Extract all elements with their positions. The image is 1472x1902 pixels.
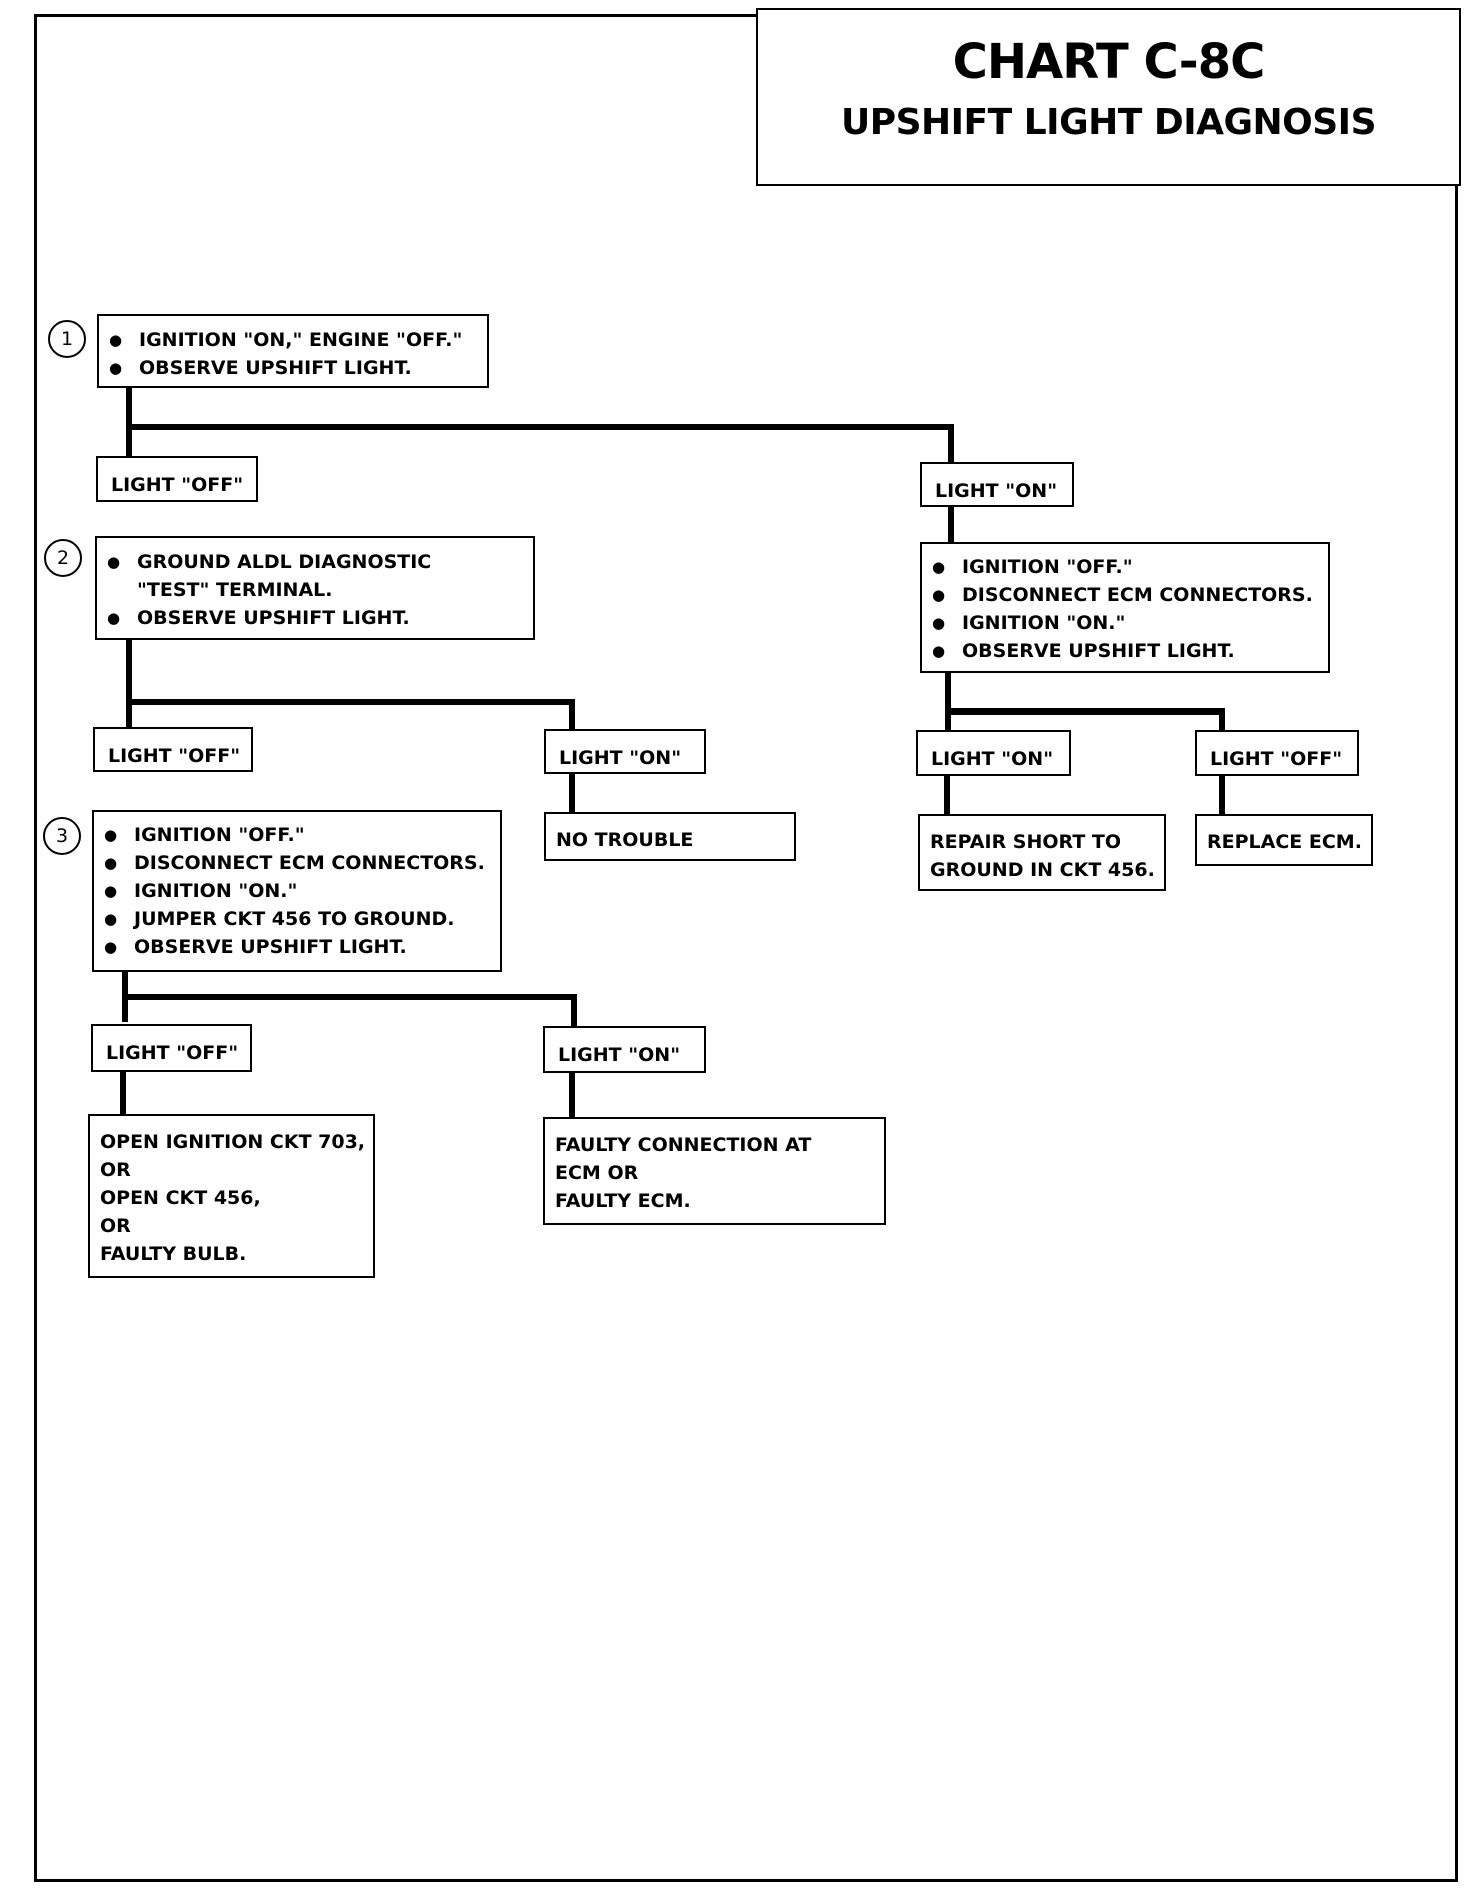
connector xyxy=(571,994,577,1026)
result-text: FAULTY ECM. xyxy=(555,1190,691,1212)
connector xyxy=(948,424,954,468)
instruction: OBSERVE UPSHIFT LIGHT. xyxy=(99,354,487,382)
repair-short-box: REPAIR SHORT TO GROUND IN CKT 456. xyxy=(918,814,1166,891)
instruction: GROUND ALDL DIAGNOSTIC "TEST" TERMINAL. xyxy=(97,548,507,604)
result-text: REPAIR SHORT TO xyxy=(930,831,1122,853)
no-trouble-box: NO TROUBLE xyxy=(544,812,796,861)
connector xyxy=(569,1072,575,1119)
step-3-marker: 3 xyxy=(43,817,81,855)
result-text: FAULTY CONNECTION AT xyxy=(555,1134,812,1156)
step-3-box: IGNITION "OFF." DISCONNECT ECM CONNECTOR… xyxy=(92,810,502,972)
connector xyxy=(945,708,1225,715)
light-off-label: LIGHT "OFF" xyxy=(1195,730,1359,776)
instruction: OBSERVE UPSHIFT LIGHT. xyxy=(97,604,533,632)
result-text: OR xyxy=(100,1215,131,1237)
instruction: IGNITION "OFF." xyxy=(94,821,500,849)
connector xyxy=(122,994,577,1000)
instruction: IGNITION "ON." xyxy=(94,877,500,905)
result-open-circuit-box: OPEN IGNITION CKT 703, OR OPEN CKT 456, … xyxy=(88,1114,375,1278)
connector xyxy=(944,775,950,815)
connector xyxy=(120,1070,126,1116)
instruction: DISCONNECT ECM CONNECTORS. xyxy=(94,849,500,877)
connector xyxy=(569,699,575,729)
result-text: FAULTY BULB. xyxy=(100,1243,247,1265)
connector xyxy=(126,386,132,456)
connector xyxy=(945,671,951,731)
result-text: GROUND IN CKT 456. xyxy=(930,859,1155,881)
step-1-box: IGNITION "ON," ENGINE "OFF." OBSERVE UPS… xyxy=(97,314,489,388)
light-on-label: LIGHT "ON" xyxy=(916,730,1071,776)
connector xyxy=(126,424,954,430)
instruction: JUMPER CKT 456 TO GROUND. xyxy=(94,905,500,933)
light-off-label: LIGHT "OFF" xyxy=(96,456,258,502)
result-text: OPEN IGNITION CKT 703, xyxy=(100,1131,366,1153)
page-border xyxy=(34,14,1458,1882)
light-on-label: LIGHT "ON" xyxy=(544,729,706,774)
connector xyxy=(126,638,132,734)
instruction: OBSERVE UPSHIFT LIGHT. xyxy=(94,933,500,961)
result-text: ECM OR xyxy=(555,1162,639,1184)
ecm-check-box: IGNITION "OFF." DISCONNECT ECM CONNECTOR… xyxy=(920,542,1330,673)
light-on-label: LIGHT "ON" xyxy=(920,462,1074,507)
replace-ecm-box: REPLACE ECM. xyxy=(1195,814,1373,866)
instruction: IGNITION "OFF." xyxy=(922,553,1328,581)
step-2-box: GROUND ALDL DIAGNOSTIC "TEST" TERMINAL. … xyxy=(95,536,535,640)
chart-subtitle: UPSHIFT LIGHT DIAGNOSIS xyxy=(840,102,1377,143)
result-text: REPLACE ECM. xyxy=(1207,831,1362,853)
chart-title: CHART C-8C xyxy=(952,34,1266,90)
result-text: OR xyxy=(100,1159,131,1181)
connector xyxy=(1219,773,1225,814)
connector xyxy=(1219,708,1225,730)
step-1-marker: 1 xyxy=(48,320,86,358)
result-text: OPEN CKT 456, xyxy=(100,1187,261,1209)
light-off-label: LIGHT "OFF" xyxy=(91,1024,252,1072)
step-2-marker: 2 xyxy=(44,539,82,577)
result-faulty-ecm-box: FAULTY CONNECTION AT ECM OR FAULTY ECM. xyxy=(543,1117,886,1225)
light-on-label: LIGHT "ON" xyxy=(543,1026,706,1073)
instruction: IGNITION "ON." xyxy=(922,609,1328,637)
instruction: DISCONNECT ECM CONNECTORS. xyxy=(922,581,1328,609)
result-text: NO TROUBLE xyxy=(556,829,694,851)
instruction: OBSERVE UPSHIFT LIGHT. xyxy=(922,637,1328,665)
connector xyxy=(126,699,575,705)
instruction: IGNITION "ON," ENGINE "OFF." xyxy=(99,326,487,354)
connector xyxy=(569,771,575,814)
light-off-label: LIGHT "OFF" xyxy=(93,727,253,772)
connector xyxy=(948,505,954,544)
title-box: CHART C-8C UPSHIFT LIGHT DIAGNOSIS xyxy=(756,8,1461,186)
